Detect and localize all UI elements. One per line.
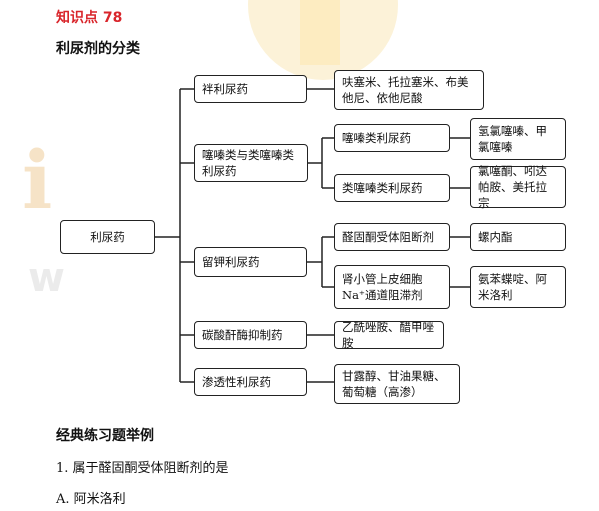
watermark-bar bbox=[300, 0, 340, 65]
drugs-thiazide: 氢氯噻嗪、甲氯噻嗪 bbox=[470, 118, 566, 160]
drugs-loop: 呋塞米、托拉塞米、布美他尼、依他尼酸 bbox=[334, 70, 484, 110]
drug-list: 乙酰唑胺、醋甲唑胺 bbox=[342, 320, 434, 350]
category-label: 袢利尿药 bbox=[202, 82, 248, 96]
drugs-osmotic: 甘露醇、甘油果糖、葡萄糖（高渗） bbox=[334, 364, 460, 404]
root-node-diuretics: 利尿药 bbox=[60, 220, 155, 254]
category-carbonic-anhydrase-inhibitors: 碳酸酐酶抑制药 bbox=[194, 321, 307, 349]
option-a[interactable]: A. 阿米洛利 bbox=[56, 492, 126, 507]
drug-list: 氨苯蝶啶、阿米洛利 bbox=[478, 272, 547, 302]
drugs-na-channel-blocker: 氨苯蝶啶、阿米洛利 bbox=[470, 266, 566, 308]
category-label: 碳酸酐酶抑制药 bbox=[202, 328, 283, 342]
drug-list: 呋塞米、托拉塞米、布美他尼、依他尼酸 bbox=[342, 75, 469, 105]
section-title: 利尿剂的分类 bbox=[56, 41, 140, 57]
knowledge-point-title: 知识点 78 bbox=[56, 10, 123, 26]
category-loop-diuretics: 袢利尿药 bbox=[194, 75, 307, 103]
drug-list: 甘露醇、甘油果糖、葡萄糖（高渗） bbox=[342, 369, 446, 399]
watermark-letter-i: i bbox=[22, 133, 53, 227]
drug-list: 氯噻酮、吲达帕胺、美托拉宗 bbox=[478, 164, 547, 210]
drug-list: 螺内酯 bbox=[478, 230, 513, 244]
drugs-aldosterone-antagonist: 螺内酯 bbox=[470, 223, 566, 251]
category-potassium-sparing: 留钾利尿药 bbox=[194, 247, 307, 277]
category-osmotic-diuretics: 渗透性利尿药 bbox=[194, 368, 307, 396]
subcategory-aldosterone-antagonist: 醛固酮受体阻断剂 bbox=[334, 223, 450, 251]
subcategory-label: 类噻嗪类利尿药 bbox=[342, 181, 423, 195]
category-thiazide-diuretics: 噻嗪类与类噻嗪类利尿药 bbox=[194, 144, 308, 182]
drug-list: 氢氯噻嗪、甲氯噻嗪 bbox=[478, 124, 547, 154]
subcategory-label: 肾小管上皮细胞Na⁺通道阻滞剂 bbox=[342, 272, 423, 302]
subcategory-thiazide-like: 类噻嗪类利尿药 bbox=[334, 174, 450, 202]
subcategory-label: 醛固酮受体阻断剂 bbox=[342, 230, 434, 244]
category-label: 渗透性利尿药 bbox=[202, 375, 271, 389]
category-label: 噻嗪类与类噻嗪类利尿药 bbox=[202, 148, 294, 178]
subcategory-thiazide: 噻嗪类利尿药 bbox=[334, 124, 450, 152]
subcategory-na-channel-blocker: 肾小管上皮细胞Na⁺通道阻滞剂 bbox=[334, 265, 450, 309]
drugs-thiazide-like: 氯噻酮、吲达帕胺、美托拉宗 bbox=[470, 164, 566, 210]
exercise-title: 经典练习题举例 bbox=[56, 428, 154, 444]
root-label: 利尿药 bbox=[90, 230, 125, 244]
question-text: 1. 属于醛固酮受体阻断剂的是 bbox=[56, 461, 229, 476]
subcategory-label: 噻嗪类利尿药 bbox=[342, 131, 411, 145]
category-label: 留钾利尿药 bbox=[202, 255, 260, 269]
drugs-carbonic-anhydrase: 乙酰唑胺、醋甲唑胺 bbox=[334, 320, 444, 350]
connector-lines bbox=[155, 88, 470, 383]
watermark-letter-w: w bbox=[28, 255, 65, 301]
